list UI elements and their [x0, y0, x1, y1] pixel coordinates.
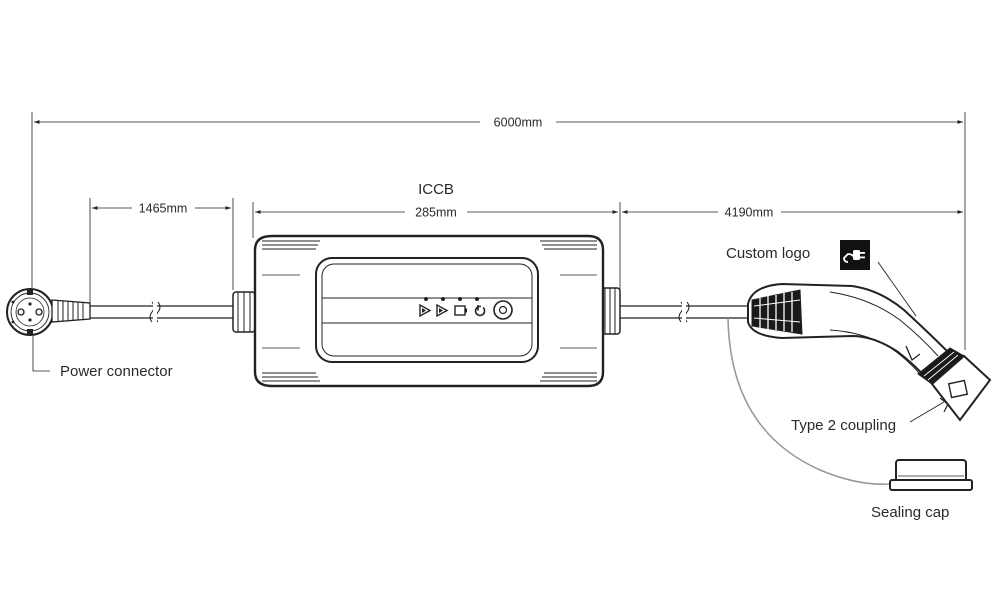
type2-coupling-label: Type 2 coupling — [791, 417, 896, 434]
power-button-icon — [493, 300, 513, 320]
led-indicator — [458, 297, 462, 301]
dimension-plug-cable: 1465mm — [89, 198, 234, 305]
iccb-length-label: 285mm — [415, 206, 457, 220]
dimension-iccb: 285mm ICCB — [252, 181, 621, 290]
led-indicator — [441, 297, 445, 301]
iccb-ribs — [262, 240, 597, 382]
play-icon — [436, 303, 449, 318]
total-length-label: 6000mm — [494, 116, 543, 130]
dimension-total: 6000mm — [31, 112, 966, 350]
iccb-label: ICCB — [418, 181, 454, 198]
vehicle-cable-length-label: 4190mm — [725, 206, 774, 220]
power-connector-callout: Power connector — [32, 336, 173, 380]
type2-coupling-callout: Type 2 coupling — [791, 401, 945, 434]
sealing-cap-label: Sealing cap — [871, 504, 949, 521]
custom-logo-label: Custom logo — [726, 245, 810, 262]
play-icon — [419, 303, 432, 318]
iccb-control-box — [232, 234, 621, 388]
power-connector — [6, 288, 91, 336]
led-indicator — [424, 297, 428, 301]
cable-vehicle-side — [620, 301, 748, 323]
sealing-cap — [889, 459, 973, 491]
battery-icon — [454, 305, 467, 316]
power-icon — [474, 305, 486, 317]
led-indicator — [475, 297, 479, 301]
plug-icon — [843, 250, 865, 263]
custom-logo-callout: Custom logo — [726, 240, 917, 317]
power-connector-label: Power connector — [60, 363, 173, 380]
type2-coupling — [747, 282, 992, 422]
plug-cable-length-label: 1465mm — [139, 202, 188, 216]
dimension-vehicle-cable: 4190mm — [622, 206, 963, 220]
sealing-cap-tether — [727, 317, 891, 486]
cable-plug-side — [90, 301, 233, 323]
